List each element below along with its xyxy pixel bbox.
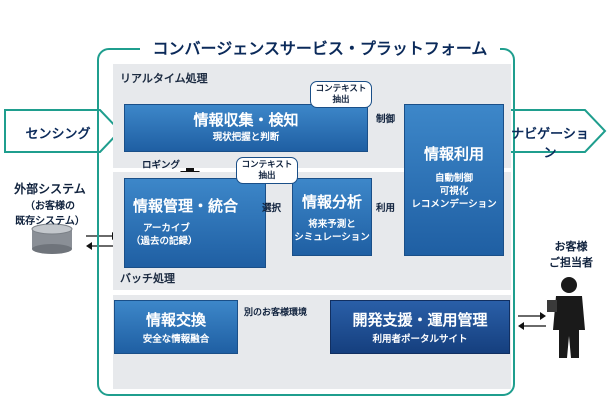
navigation-label: ナビゲーション bbox=[511, 127, 589, 161]
external-database-icon bbox=[31, 223, 73, 254]
sensing-label: センシング bbox=[25, 127, 91, 142]
use-sub-visualize: 可視化 bbox=[439, 186, 469, 197]
customer-label: お客様 ご担当者 bbox=[549, 240, 593, 269]
analysis-sub-simulation: シミュレーション bbox=[294, 232, 370, 243]
use-label: 利用 bbox=[376, 203, 396, 214]
devops-title: 開発支援・運用管理 bbox=[352, 311, 488, 329]
logging-label: ロギング bbox=[142, 160, 181, 171]
other-env-label: 別のお客様環境 bbox=[244, 308, 308, 318]
devops-subtitle: 利用者ポータルサイト bbox=[372, 334, 468, 345]
exchange-title: 情報交換 bbox=[145, 311, 206, 329]
use-box: 情報利用 自動制御 可視化 レコメンデーション bbox=[404, 104, 504, 256]
use-title: 情報利用 bbox=[423, 145, 484, 163]
use-sub-control: 自動制御 bbox=[434, 173, 473, 184]
analysis-sub-forecast: 将来予測と bbox=[308, 219, 356, 230]
collect-box: 情報収集・検知 現状把握と判断 bbox=[124, 104, 368, 152]
realtime-band-label: リアルタイム処理 bbox=[120, 72, 208, 85]
exchange-subtitle: 安全な情報融合 bbox=[142, 334, 210, 345]
exchange-box: 情報交換 安全な情報融合 bbox=[114, 300, 238, 354]
collect-subtitle: 現状把握と判断 bbox=[212, 132, 280, 143]
analysis-box: 情報分析 将来予測と シミュレーション bbox=[292, 178, 372, 256]
control-label: 制御 bbox=[376, 114, 396, 125]
person-icon bbox=[547, 277, 585, 358]
platform-title: コンバージェンスサービス・プラットフォーム bbox=[140, 38, 500, 60]
devops-box: 開発支援・運用管理 利用者ポータルサイト bbox=[330, 300, 510, 354]
analysis-title: 情報分析 bbox=[301, 193, 362, 211]
collect-title: 情報収集・検知 bbox=[193, 111, 299, 129]
manage-box: 情報管理・統合 アーカイブ （過去の記録） bbox=[124, 178, 266, 268]
use-sub-recommend: レコメンデーション bbox=[411, 199, 497, 210]
batch-band-label: バッチ処理 bbox=[120, 272, 175, 285]
sensing-arrow bbox=[4, 109, 122, 153]
manage-title: 情報管理・統合 bbox=[133, 197, 239, 215]
manage-sub-archive: アーカイブ bbox=[143, 223, 190, 234]
select-label: 選択 bbox=[262, 203, 282, 214]
context-extract-label-top: コンテキスト 抽出 bbox=[310, 81, 372, 108]
external-system-label: 外部システム （お客様の 既存システム） bbox=[14, 182, 86, 227]
context-extract-label-mid: コンテキスト 抽出 bbox=[236, 157, 298, 184]
manage-sub-history: （過去の記録） bbox=[131, 236, 198, 247]
